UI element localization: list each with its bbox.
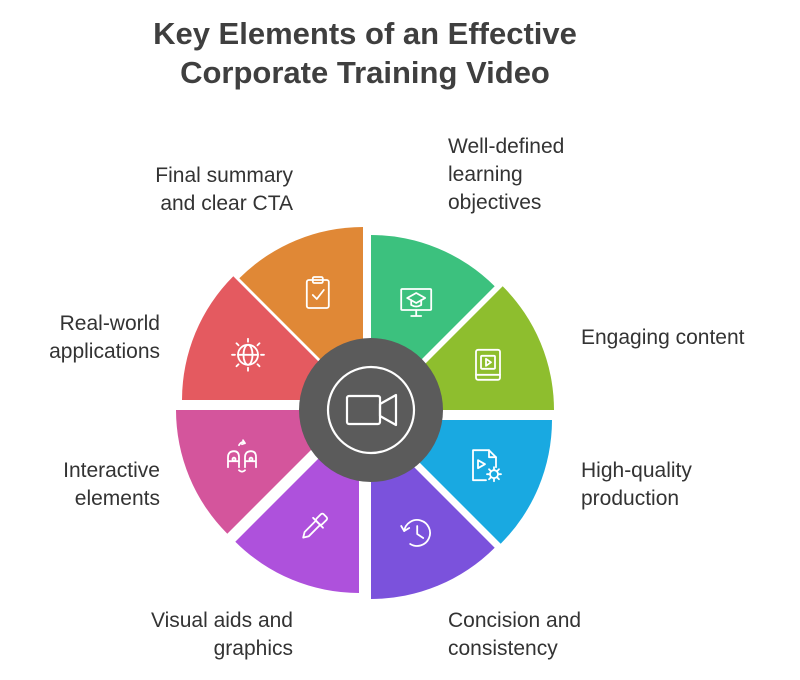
label-interactive-line: Interactive <box>63 459 160 482</box>
label-interactive-line: elements <box>74 487 160 510</box>
label-realworld-line: applications <box>49 340 160 363</box>
label-engaging-line: Engaging content <box>581 326 745 349</box>
people-interaction-icon <box>227 439 257 473</box>
label-summary: Final summary and clear CTA <box>155 162 293 218</box>
label-realworld: Real-world applications <box>49 310 160 366</box>
label-engaging: Engaging content <box>581 324 744 352</box>
label-objectives: Well-defined learning objectives <box>448 133 564 217</box>
label-objectives-line: learning <box>448 163 523 186</box>
label-concision: Concision and consistency <box>448 607 581 663</box>
label-summary-line: Final summary <box>155 164 293 187</box>
monitor-graduation-cap-icon <box>400 288 433 317</box>
video-file-gear-icon <box>472 449 502 483</box>
label-visual-line: Visual aids and <box>150 609 293 632</box>
center-icon-ring <box>326 365 416 455</box>
label-production-line: High-quality <box>581 459 692 482</box>
center-circle <box>299 338 443 482</box>
label-concision-line: Concision and <box>448 609 582 632</box>
diagram-title: Key Elements of an Effective Corporate T… <box>0 14 730 92</box>
label-production: High-quality production <box>581 457 692 513</box>
video-camera-icon <box>345 393 398 427</box>
clock-history-icon <box>400 519 431 547</box>
label-objectives-line: objectives <box>448 191 542 214</box>
clipboard-check-icon <box>305 276 330 309</box>
label-concision-line: consistency <box>448 637 558 660</box>
title-line-2: Corporate Training Video <box>180 55 550 90</box>
label-visual: Visual aids and graphics <box>151 607 293 663</box>
label-summary-line: and clear CTA <box>160 192 293 215</box>
label-realworld-line: Real-world <box>59 312 160 335</box>
title-line-1: Key Elements of an Effective <box>153 16 577 51</box>
globe-network-icon <box>231 337 265 372</box>
label-objectives-line: Well-defined <box>448 135 565 158</box>
label-interactive: Interactive elements <box>63 457 160 513</box>
label-visual-line: graphics <box>213 637 293 660</box>
label-production-line: production <box>581 487 680 510</box>
eyedropper-icon <box>302 512 329 539</box>
video-book-icon <box>475 348 501 381</box>
